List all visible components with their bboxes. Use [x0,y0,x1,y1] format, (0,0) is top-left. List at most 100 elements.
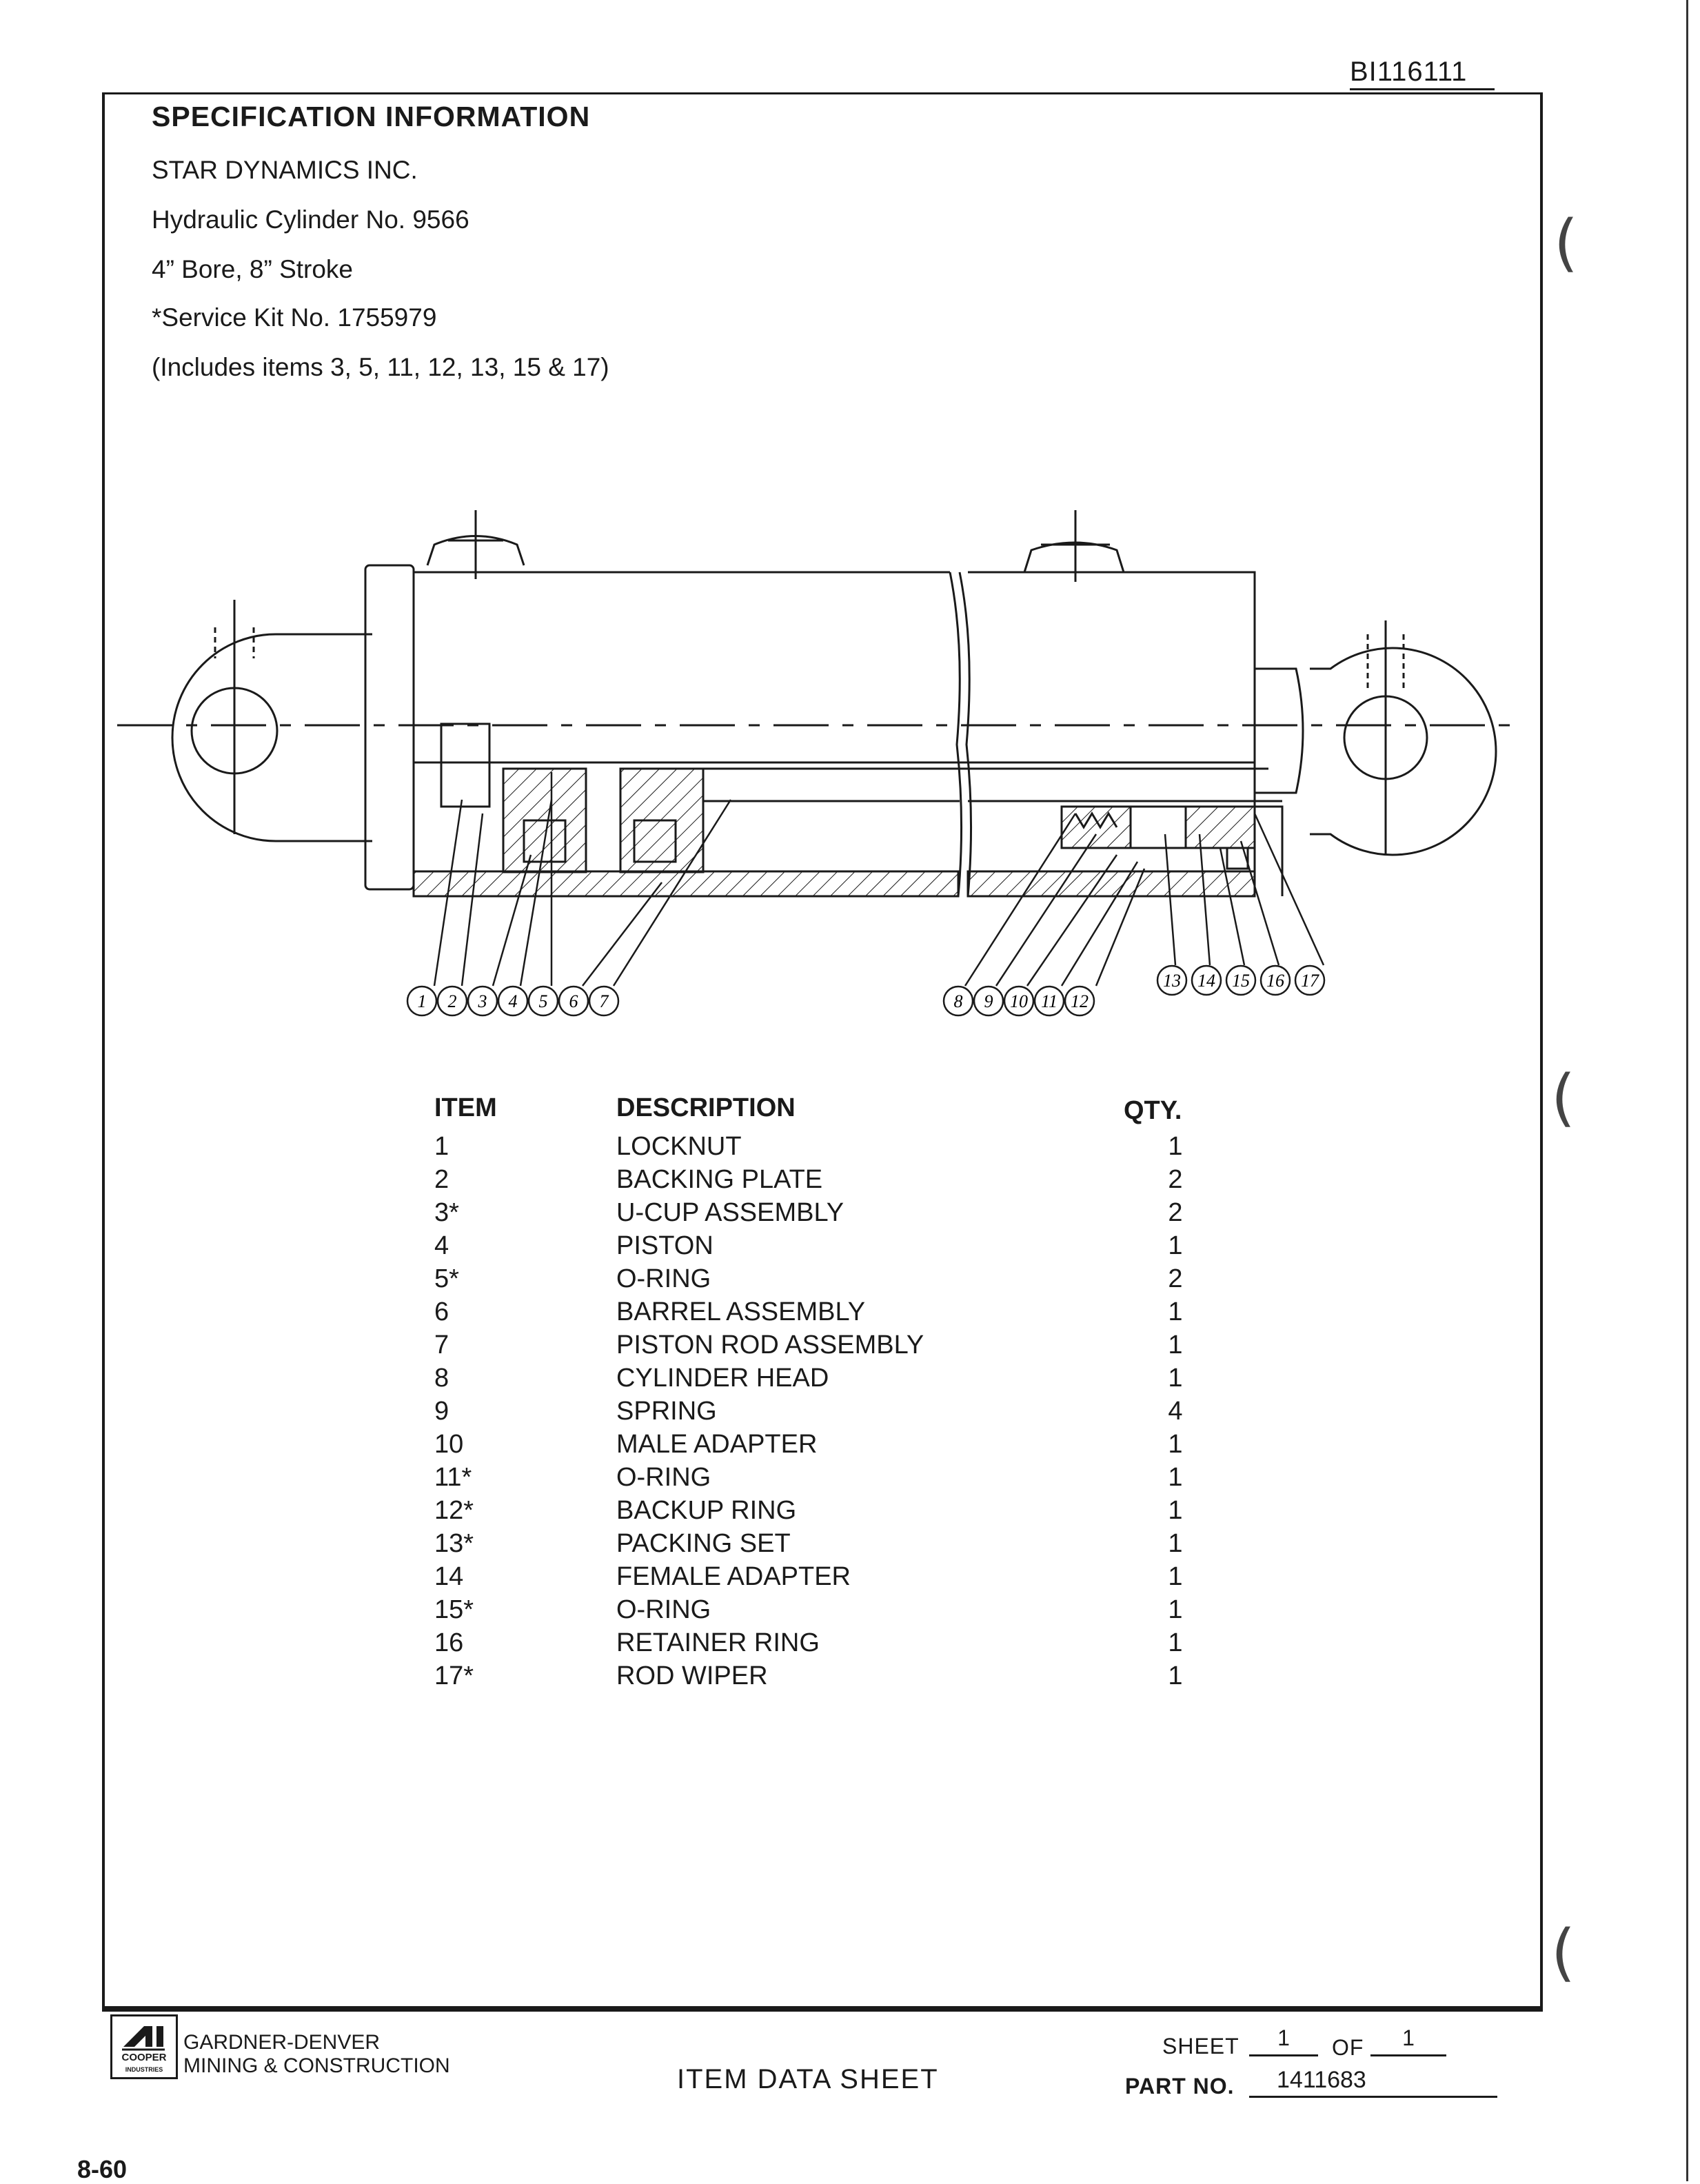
item-description: PISTON ROD ASSEMBLY [616,1331,924,1359]
item-number: 16 [434,1628,464,1657]
binder-edge [1686,0,1700,2181]
callout-circle [467,985,498,1017]
item-number: 1 [434,1132,449,1161]
company-line: MINING & CONSTRUCTION [183,2054,450,2077]
callout-circle [1156,964,1188,996]
sheet-label: SHEET [1162,2034,1239,2059]
callout-circle [558,985,589,1017]
binder-hole-icon: ( [1551,1917,1576,1989]
callout-circle [588,985,620,1017]
callout-balloon-14: 14 [1191,964,1222,996]
item-number: 9 [434,1397,449,1426]
callout-balloon-1: 1 [406,985,438,1017]
callout-balloon-2: 2 [436,985,468,1017]
item-quantity: 2 [1168,1165,1183,1194]
item-description: ROD WIPER [616,1661,768,1690]
callout-circle [1064,985,1095,1017]
item-quantity: 1 [1168,1463,1183,1492]
company-name: GARDNER-DENVER MINING & CONSTRUCTION [183,2031,450,2078]
item-number: 3* [434,1198,459,1227]
spec-cylinder-number: Hydraulic Cylinder No. 9566 [152,205,469,234]
callout-number: 7 [600,991,609,1011]
item-quantity: 1 [1168,1297,1183,1326]
item-quantity: 1 [1168,1562,1183,1591]
item-description: U-CUP ASSEMBLY [616,1198,844,1227]
item-quantity: 1 [1168,1132,1183,1161]
item-quantity: 2 [1168,1198,1183,1227]
callout-circle [1191,964,1222,996]
callout-balloon-6: 6 [558,985,589,1017]
callout-number: 16 [1266,971,1284,991]
item-number: 5* [434,1264,459,1293]
part-no-underline [1249,2096,1497,2098]
u-cup-left [523,819,567,863]
item-description: BARREL ASSEMBLY [616,1297,866,1326]
sheet-title: ITEM DATA SHEET [677,2064,939,2094]
item-number: 13* [434,1529,474,1558]
item-number: 8 [434,1364,449,1393]
sheet-underline [1249,2054,1318,2056]
packing-set [1129,805,1187,849]
callout-balloon-10: 10 [1003,985,1035,1017]
callout-circle [527,985,559,1017]
document-number: BI116111 [1350,57,1468,87]
callout-number: 13 [1163,971,1181,991]
leader-lines [433,772,1325,987]
part-no-label: PART NO. [1125,2074,1235,2099]
company-line: GARDNER-DENVER [183,2031,381,2054]
spec-manufacturer: STAR DYNAMICS INC. [152,156,418,184]
callout-balloon-13: 13 [1156,964,1188,996]
of-value: 1 [1402,2025,1415,2050]
callout-number: 12 [1071,991,1089,1011]
table-row: 6 BARREL ASSEMBLY 1 [434,1297,1193,1331]
rod-end [1255,620,1497,856]
u-cup-right [633,819,677,863]
callout-balloon-8: 8 [942,985,974,1017]
rear-cap [364,564,415,891]
item-description: CYLINDER HEAD [616,1364,829,1393]
item-number: 17* [434,1661,474,1690]
callout-balloon-9: 9 [973,985,1004,1017]
callout-circle [973,985,1004,1017]
item-description: RETAINER RING [616,1628,820,1657]
item-quantity: 1 [1168,1595,1183,1624]
item-number: 14 [434,1562,464,1591]
left-port-boss [426,510,525,579]
column-header-qty: QTY. [1124,1096,1182,1125]
cooper-logo-icon [122,2026,165,2051]
item-number: 2 [434,1165,449,1194]
item-quantity: 1 [1168,1496,1183,1525]
head-wall-section [967,870,1256,898]
callout-circle [1003,985,1035,1017]
item-number: 11* [434,1463,472,1492]
item-description: O-RING [616,1463,711,1492]
retainer-ring [1226,847,1249,870]
of-label: OF [1332,2035,1364,2060]
callout-balloon-3: 3 [467,985,498,1017]
item-number: 10 [434,1430,464,1459]
item-quantity: 1 [1168,1661,1183,1690]
callout-balloon-12: 12 [1064,985,1095,1017]
callout-number: 3 [478,991,487,1011]
binder-hole-icon: ( [1551,1062,1576,1134]
item-number: 4 [434,1231,449,1260]
of-underline [1370,2054,1446,2056]
callout-number: 5 [539,991,548,1011]
callout-balloon-16: 16 [1259,964,1291,996]
item-number: 7 [434,1331,449,1359]
callout-balloon-17: 17 [1294,964,1326,996]
table-row: 11* O-RING 1 [434,1463,1193,1496]
item-quantity: 4 [1168,1397,1183,1426]
item-number: 6 [434,1297,449,1326]
item-description: SPRING [616,1397,717,1426]
item-number: 12* [434,1496,474,1525]
callout-number: 10 [1010,991,1028,1011]
